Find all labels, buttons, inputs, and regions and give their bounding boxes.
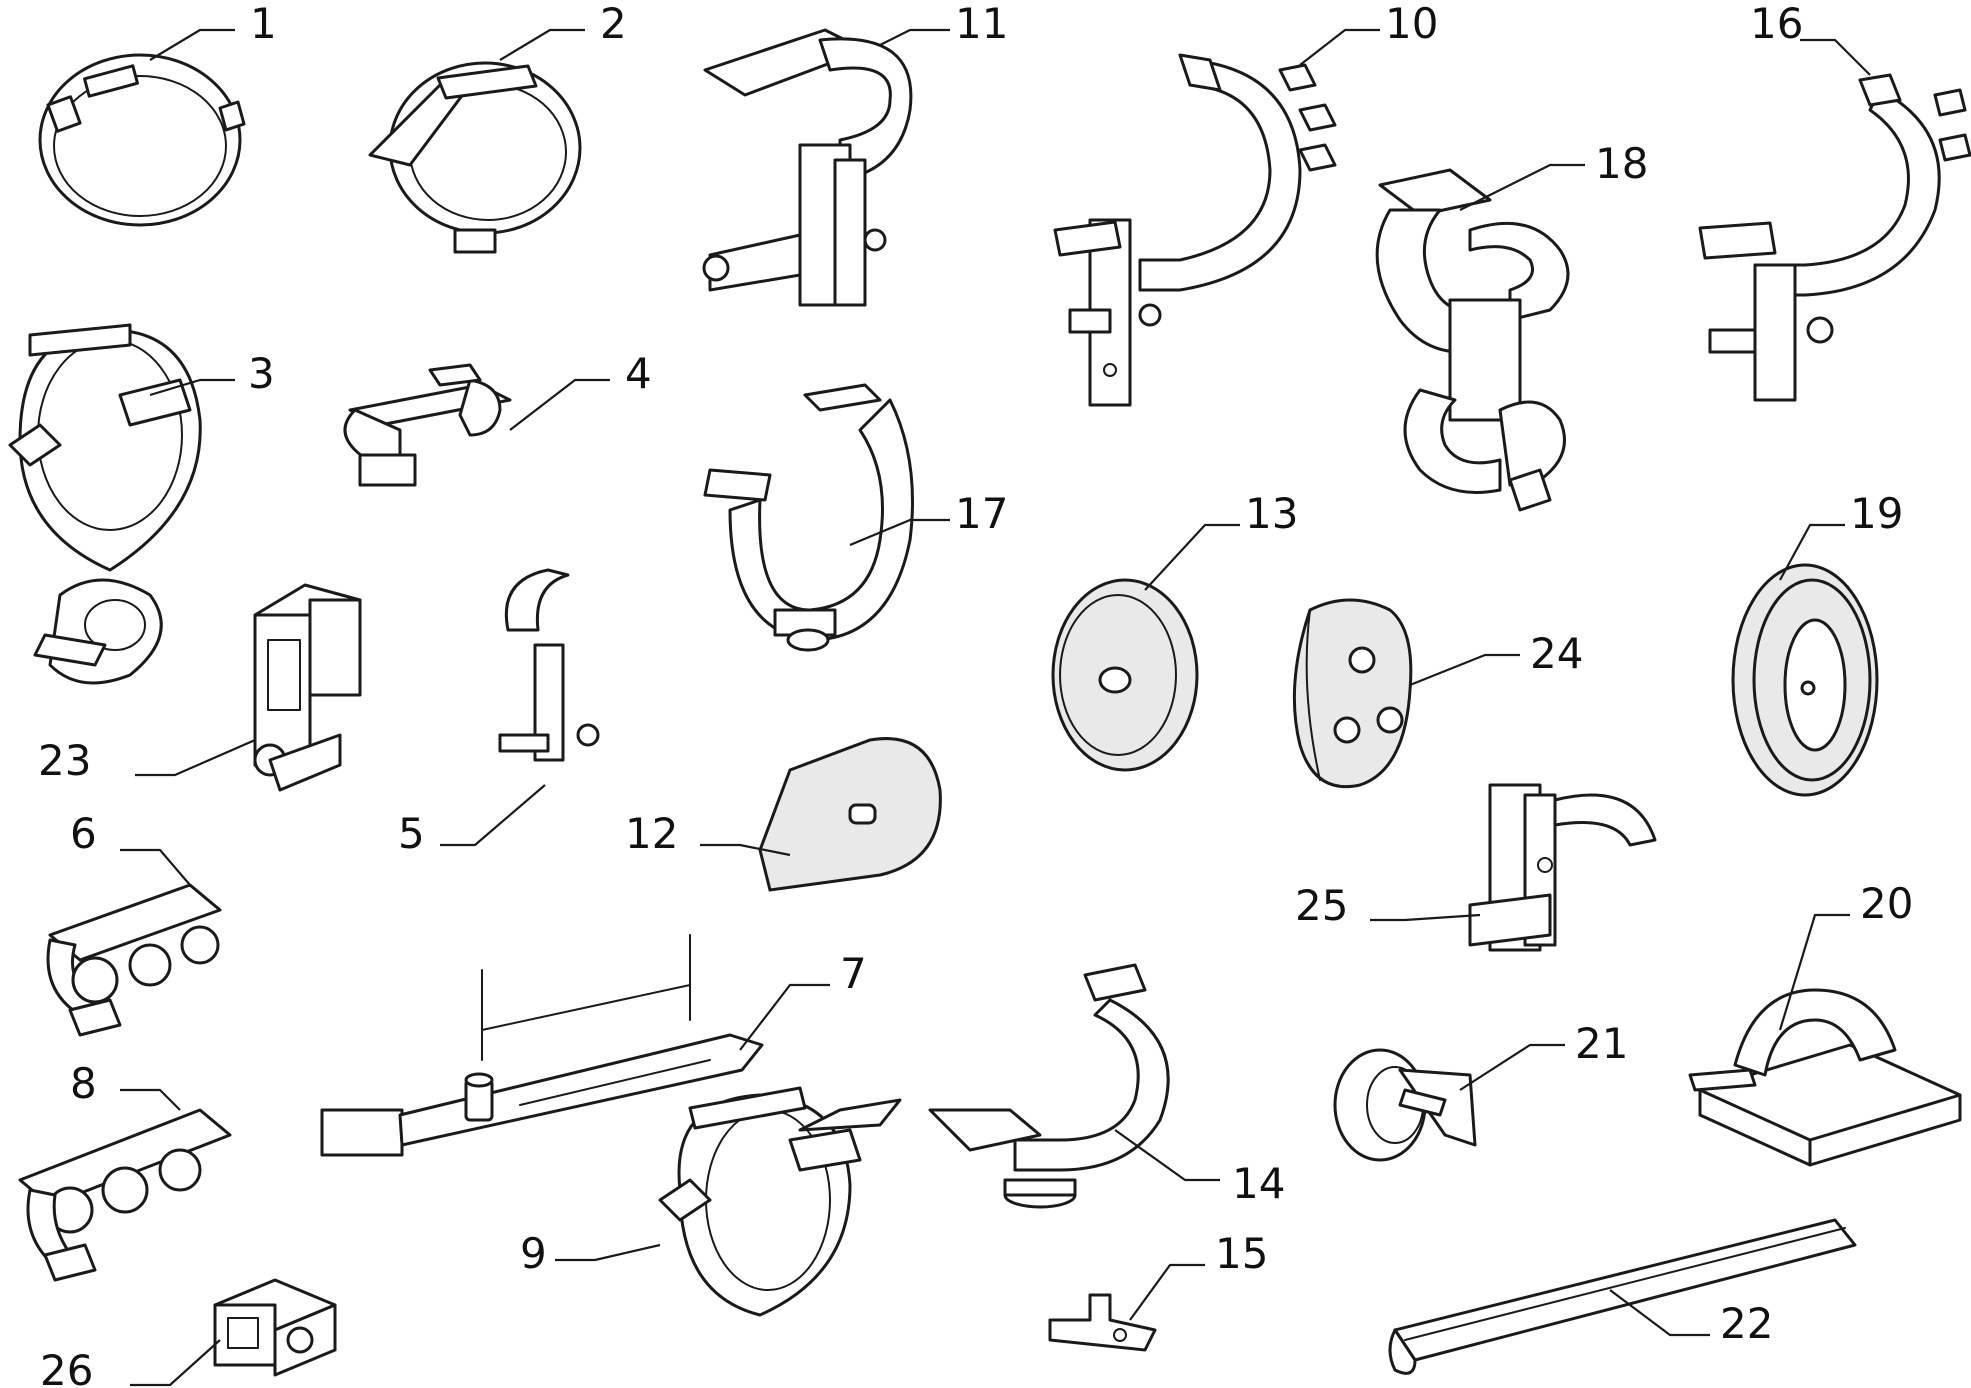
part-3-large-clamp	[8, 323, 202, 685]
callout-20: 20	[1860, 879, 1913, 928]
callout-17: 17	[955, 489, 1008, 538]
part-5-pin-clip	[498, 568, 600, 762]
callout-3: 3	[248, 349, 275, 398]
leader-11	[879, 28, 950, 46]
part-15-small-bracket	[1048, 1293, 1157, 1352]
part-22-edge-trim	[1388, 1218, 1857, 1375]
leader-21	[1459, 1043, 1565, 1091]
callout-10: 10	[1385, 0, 1438, 48]
leader-5	[440, 784, 546, 847]
callout-5: 5	[398, 809, 425, 858]
callout-26: 26	[40, 1346, 93, 1388]
leader-8	[120, 1088, 181, 1111]
leader-16	[1800, 38, 1871, 76]
part-21-small-clip	[1333, 1048, 1477, 1162]
callout-7: 7	[840, 949, 867, 998]
callout-25: 25	[1295, 881, 1348, 930]
callout-6: 6	[70, 809, 97, 858]
part-25-bracket-clip	[1468, 783, 1657, 952]
part-4-double-clip	[343, 363, 512, 487]
callout-24: 24	[1530, 629, 1583, 678]
leader-24	[1409, 653, 1520, 687]
part-1-ring-clamp	[38, 53, 246, 227]
leader-7	[739, 983, 830, 1051]
part-10-p-clamp-bracket	[1053, 53, 1337, 407]
part-13-grommet	[1051, 578, 1199, 772]
part-26-block-clip	[213, 1278, 337, 1377]
leader-25	[1370, 913, 1481, 922]
callout-22: 22	[1720, 1299, 1773, 1348]
part-6-triple-clip	[46, 883, 222, 1037]
leader-22	[1609, 1289, 1710, 1337]
callout-15: 15	[1215, 1229, 1268, 1278]
callout-13: 13	[1245, 489, 1298, 538]
part-14-clamp-base	[928, 963, 1170, 1209]
callout-19: 19	[1850, 489, 1903, 538]
callout-9: 9	[520, 1229, 547, 1278]
callout-2: 2	[600, 0, 627, 48]
callout-4: 4	[625, 349, 652, 398]
leader-10	[1299, 28, 1380, 66]
leader-3	[149, 378, 235, 397]
leader-26	[130, 1339, 221, 1387]
part-12-foam-pad	[758, 737, 942, 892]
callout-16: 16	[1750, 0, 1803, 48]
part-18-double-clip	[1375, 168, 1570, 512]
callout-1: 1	[250, 0, 277, 48]
leader-19	[1779, 523, 1845, 581]
callout-11: 11	[955, 0, 1008, 48]
part-17-u-bracket-clip	[703, 383, 914, 652]
callout-23: 23	[38, 736, 91, 785]
part-8-quad-clip	[18, 1108, 232, 1282]
part-24-triple-grommet	[1292, 598, 1413, 789]
leader-4	[509, 378, 610, 431]
callout-14: 14	[1232, 1159, 1285, 1208]
callout-8: 8	[70, 1059, 97, 1108]
leader-13	[1144, 523, 1240, 591]
part-9-tie-clamp	[658, 1086, 902, 1317]
leader-17	[849, 518, 950, 547]
part-2-tab-clamp	[368, 61, 582, 254]
leader-lines	[120, 28, 1871, 1387]
leader-6	[120, 848, 191, 886]
callout-12: 12	[625, 809, 678, 858]
leader-15	[1129, 1263, 1205, 1321]
leader-12	[700, 843, 791, 857]
leader-23	[135, 738, 256, 777]
part-20-adhesive-mount	[1688, 988, 1962, 1167]
leader-9	[555, 1243, 661, 1262]
leader-20	[1778, 913, 1850, 1031]
leader-18	[1459, 163, 1585, 211]
callout-labels: 1 2 11 10 16 18 3 4 17 13 19 24 23 5 12 …	[38, 0, 1913, 1388]
leader-14	[1114, 1129, 1220, 1182]
leader-2	[499, 28, 585, 61]
part-11-bracket-pin	[702, 28, 913, 307]
callout-18: 18	[1595, 139, 1648, 188]
leader-1	[149, 28, 235, 61]
part-23-box-clip	[253, 583, 362, 792]
part-16-p-clamp-bracket	[1698, 73, 1971, 402]
part-7-cable-tie	[320, 934, 764, 1157]
part-19-oval-grommet	[1731, 563, 1879, 797]
callout-21: 21	[1575, 1019, 1628, 1068]
